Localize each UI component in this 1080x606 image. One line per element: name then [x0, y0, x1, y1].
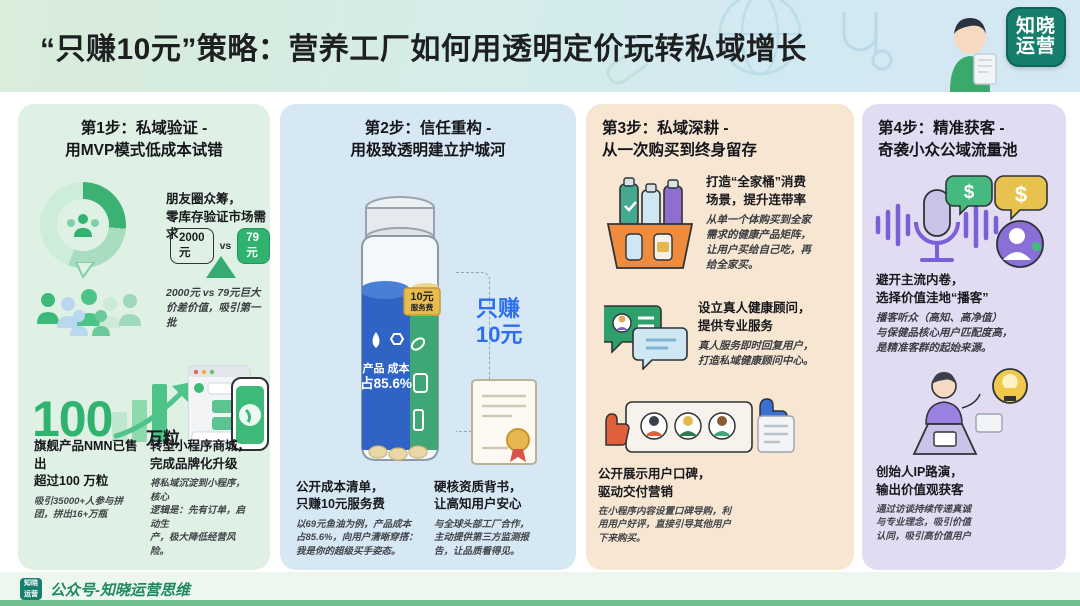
- step-1-footer-notes: 旗舰产品NMN已售出 超过100 万粒 吸引35000+人参与拼 团，拼出16+…: [34, 438, 254, 558]
- step-1-foot-2: 转型小程序商城， 完成品牌化升级 将私域沉淀到小程序，核心 逻辑是：先有订单，启…: [150, 438, 254, 558]
- podcast-microphone-illustration: $ $: [870, 170, 1060, 268]
- step-3-foot-1-body: 在小程序内容设置口碑导购，利 用用户好评，直接引导其他用户 下来购买。: [598, 506, 732, 544]
- step-2-foot-2-heading: 硬核资质背书， 让高知用户安心: [434, 479, 522, 512]
- step-4-title: 第4步：精准获客 - 奇袭小众公域流量池: [878, 120, 1018, 160]
- step-2-foot-1-heading: 公开成本清单， 只赚10元服务费: [296, 479, 385, 512]
- big-number-value: 100: [32, 391, 113, 447]
- step-2-foot-1-body: 以69元鱼油为例，产品成本 占85.6%，向用户清晰穿搭： 我是你的超级买手姿态…: [296, 518, 418, 557]
- footer-account-name: 公众号-知晓运营思维: [50, 581, 190, 599]
- logo-line-2: 运营: [1015, 36, 1056, 57]
- step-3-note-1-heading: 打造“全家桶”消费 场景，提升连带率: [706, 175, 807, 207]
- globe-decoration-icon: [718, 0, 802, 76]
- chat-bubbles-illustration: [600, 300, 688, 371]
- stethoscope-decoration-icon: [842, 12, 893, 71]
- speech-tail-icon: [74, 262, 96, 278]
- step-column-3: 第3步：私域深耕 - 从一次购买到终身留存 打造“全家桶”消费: [586, 104, 854, 570]
- logo-line-1: 知晓: [1015, 16, 1056, 38]
- price-chip-original: 2000元: [170, 228, 214, 264]
- donut-chart-icon: [40, 182, 126, 268]
- steps-container: 第1步：私域验证 - 用MVP模式低成本试错: [0, 92, 1080, 572]
- product-basket-illustration: [598, 172, 702, 278]
- bottle-cost-value: 占85.6%: [360, 375, 412, 391]
- price-comparison-chips: 2000元 vs 79元: [170, 228, 270, 264]
- crowd-illustration: [34, 282, 152, 338]
- supplement-bottle-illustration: 10元 服务费 产品 成本 占85.6%: [344, 186, 456, 486]
- step-4-foot-1-heading: 创始人IP路演， 输出价值观获客: [876, 465, 964, 497]
- step-2-foot-2: 硬核资质背书， 让高知用户安心 与全球头部工厂合作， 主动提供第三方监测报 告，…: [434, 479, 560, 558]
- step-2-title: 第2步：信任重构 - 用极致透明建立护城河: [350, 120, 506, 160]
- svg-text:$: $: [964, 182, 975, 203]
- step-1-foot-2-body: 将私域沉淀到小程序，核心 逻辑是：先有订单，启动生 产，极大降低经营风险。: [150, 478, 246, 557]
- growth-bars-icon: [110, 374, 206, 442]
- step-4-foot-1-body: 通过访谈持续传递真诚 与专业理念，吸引价值 认同，吸引高价值用户: [876, 504, 972, 542]
- step-4-note-2: 创始人IP路演， 输出价值观获客 通过访谈持续传递真诚 与专业理念，吸引价值 认…: [876, 464, 1054, 543]
- chat-and-phone-illustration: [187, 362, 270, 451]
- certificate-illustration: [468, 376, 540, 465]
- footer-logo-line-1: 知晓: [24, 580, 38, 587]
- bottle-cost-label: 产品 成本: [362, 361, 409, 375]
- step-column-2: 第2步：信任重构 - 用极致透明建立护城河: [280, 104, 576, 570]
- step-3-foot-1-heading: 公开展示用户口碑， 驱动交付营销: [598, 467, 711, 499]
- step-3-note-3: 公开展示用户口碑， 驱动交付营销 在小程序内容设置口碑导购，利 用用户好评，直接…: [598, 466, 838, 545]
- step-3-note-1-body: 从单一个体购买到全家 需求的健康产品矩阵， 让用户买给自己吃，再 给全家买。: [706, 214, 811, 271]
- step-3-note-2-heading: 设立真人健康顾问， 提供专业服务: [698, 301, 811, 333]
- step-3-note-2: 设立真人健康顾问， 提供专业服务 真人服务即时回复用户， 打造私域健康顾问中心。: [698, 300, 840, 369]
- triangle-indicator-icon: [206, 256, 236, 278]
- page-title: “只赚10元”策略：营养工厂如何用透明定价玩转私域增长: [40, 33, 807, 66]
- footer-accent-strip: [0, 600, 1080, 606]
- step-2-foot-2-body: 与全球头部工厂合作， 主动提供第三方监测报 告，让品质看得见。: [434, 518, 530, 557]
- step-1-note-1-body: 2000元 vs 79元巨大 价差价值，吸引第一批: [166, 287, 261, 329]
- step-column-4: 第4步：精准获客 - 奇袭小众公域流量池 $: [862, 104, 1066, 570]
- brand-logo-badge: 知晓 运营: [1006, 7, 1066, 67]
- step-1-foot-1-heading: 旗舰产品NMN已售出 超过100 万粒: [34, 439, 138, 489]
- footer-logo-line-2: 运营: [24, 591, 38, 598]
- bottle-fee-sub: 服务费: [411, 302, 434, 312]
- step-2-foot-1: 公开成本清单， 只赚10元服务费 以69元鱼油为例，产品成本 占85.6%，向用…: [296, 479, 422, 558]
- big-number-unit: 万粒: [146, 429, 180, 448]
- people-group-icon: [67, 214, 99, 237]
- step-3-note-2-body: 真人服务即时回复用户， 打造私域健康顾问中心。: [698, 340, 814, 367]
- step-1-title: 第1步：私域验证 - 用MVP模式低成本试错: [65, 120, 223, 160]
- step-2-footer-notes: 公开成本清单， 只赚10元服务费 以69元鱼油为例，产品成本 占85.6%，向用…: [296, 479, 560, 558]
- step-1-foot-1: 旗舰产品NMN已售出 超过100 万粒 吸引35000+人参与拼 团，拼出16+…: [34, 438, 138, 558]
- founder-speaker-illustration: [884, 366, 1034, 458]
- footer-logo-badge: 知晓 运营: [20, 578, 42, 600]
- step-3-title: 第3步：私域深耕 - 从一次购买到终身留存: [602, 120, 758, 160]
- vs-label: vs: [219, 240, 232, 252]
- step-4-note-1-body: 播客听众（高知、高净值） 与保健品核心用户匹配度高， 是精准客群的起始来源。: [876, 312, 1013, 354]
- only-earn-callout: 只赚 10元: [476, 296, 523, 348]
- step-3-note-1: 打造“全家桶”消费 场景，提升连带率 从单一个体购买到全家 需求的健康产品矩阵，…: [706, 174, 840, 273]
- step-column-1: 第1步：私域验证 - 用MVP模式低成本试错: [18, 104, 270, 570]
- page-header: “只赚10元”策略：营养工厂如何用透明定价玩转私域增长 知晓 运营: [0, 0, 1080, 92]
- step-1-foot-2-heading: 转型小程序商城， 完成品牌化升级: [150, 439, 251, 471]
- bottle-fee-label: 10元: [410, 290, 433, 303]
- step-4-note-1-heading: 避开主流内卷， 选择价值洼地“播客”: [876, 273, 989, 305]
- user-reviews-illustration: [598, 388, 795, 460]
- step-4-note-1: 避开主流内卷， 选择价值洼地“播客” 播客听众（高知、高净值） 与保健品核心用户…: [876, 272, 1054, 356]
- illustration-person: [950, 18, 997, 92]
- step-1-foot-1-body: 吸引35000+人参与拼 团，拼出16+万瓶: [34, 495, 123, 521]
- svg-text:$: $: [1015, 182, 1027, 207]
- pill-decoration-icon: [606, 47, 650, 85]
- price-chip-offer: 79元: [237, 228, 270, 264]
